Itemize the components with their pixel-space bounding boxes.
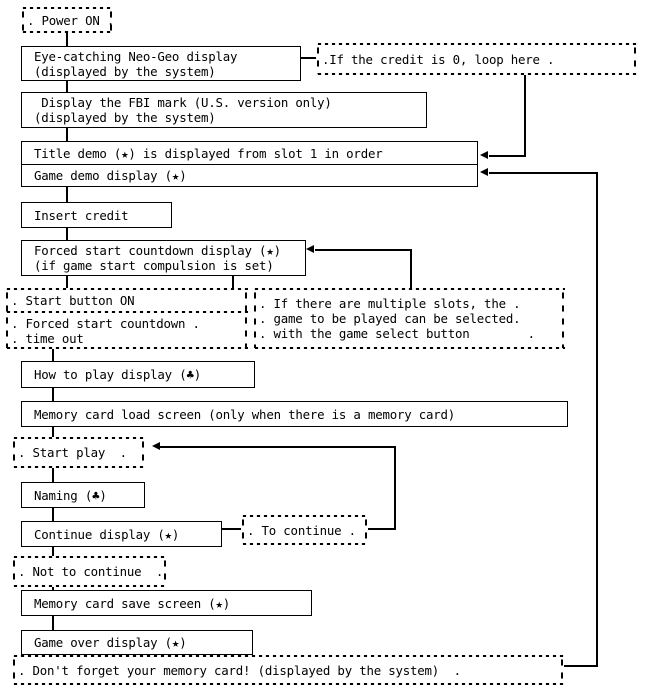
dotted-edge-right <box>110 8 112 32</box>
connector-continue-to-notcontinue <box>52 547 54 559</box>
connector-tocontinue-stub <box>222 528 241 530</box>
connector-startplay-to-naming <box>52 468 54 482</box>
node-countdown-timeout-line-1: . Forced start countdown . <box>11 316 200 331</box>
connector-memorysave-to-gameover <box>52 616 54 630</box>
node-multiple-slots-line-2: . game to be played can be selected. <box>259 311 521 326</box>
node-naming: Naming (♣) <box>21 482 145 508</box>
connector-eyecatching-to-fbi <box>66 80 68 93</box>
connector-howtoplay-to-memoryload <box>52 388 54 401</box>
dotted-edge-right <box>245 314 247 348</box>
node-insert-credit: Insert credit <box>21 202 172 228</box>
connector-tocontinue-top <box>160 446 396 448</box>
node-game-demo-line-1: Game demo display (★) <box>34 168 187 183</box>
dotted-edge-left <box>13 557 15 586</box>
dotted-edge-right <box>634 44 636 74</box>
dotted-edge-left <box>6 314 8 348</box>
node-how-to-play-display: How to play display (♣) <box>21 361 255 388</box>
dotted-edge-left <box>242 516 244 544</box>
connector-naming-to-continue <box>52 508 54 521</box>
connector-slots-vertical <box>410 250 412 289</box>
node-continue-display-line-1: Continue display (★) <box>34 526 180 542</box>
node-eye-catching-display: Eye-catching Neo-Geo display (displayed … <box>21 46 301 81</box>
node-multiple-slots: . If there are multiple slots, the . . g… <box>253 288 565 349</box>
node-fbi-mark-line-2: (displayed by the system) <box>34 110 216 125</box>
connector-creditloop-horizontal <box>489 155 526 157</box>
node-forced-start-line-1: Forced start countdown display (★) <box>34 243 281 258</box>
dotted-edge-right <box>561 656 563 684</box>
dotted-edge-left <box>254 289 256 348</box>
connector-forcedstart-to-startbutton <box>66 274 68 288</box>
dotted-edge-left <box>317 44 319 74</box>
node-countdown-timeout-line-2: . time out <box>11 331 84 346</box>
node-game-over-display: Game over display (★) <box>21 630 253 655</box>
node-naming-line-1: Naming (♣) <box>34 487 107 503</box>
node-memory-card-save-line-1: Memory card save screen (★) <box>34 595 231 611</box>
node-not-to-continue: . Not to continue . <box>12 556 167 587</box>
dotted-edge-left <box>13 656 15 684</box>
node-insert-credit-line-1: Insert credit <box>34 207 129 223</box>
dotted-edge-right <box>562 289 564 348</box>
dotted-edge-right <box>245 289 247 312</box>
node-game-demo-display: Game demo display (★) <box>21 164 478 187</box>
arrowhead-into-forced-start <box>306 245 314 253</box>
node-countdown-timeout: . Forced start countdown . . time out <box>5 313 248 349</box>
node-start-button-on-line-1: . Start button ON <box>11 293 135 308</box>
dotted-edge-left <box>13 438 15 467</box>
arrowhead-into-game-demo <box>480 168 488 176</box>
dotted-edge-right <box>142 438 144 467</box>
connector-creditloop-vertical <box>524 74 526 156</box>
connector-tocontinue-vertical <box>394 447 396 529</box>
connector-fbi-to-titledemo <box>66 127 68 141</box>
node-start-button-on: . Start button ON <box>5 288 248 313</box>
node-start-play: . Start play . <box>12 437 145 468</box>
node-power-on-line-1: . Power ON . <box>27 12 115 28</box>
connector-gamedemo-to-insertcredit <box>66 186 68 202</box>
node-credit-zero-loop: .If the credit is 0, loop here . <box>316 43 637 75</box>
node-fbi-mark-display: Display the FBI mark (U.S. version only)… <box>21 92 427 128</box>
node-game-over-line-1: Game over display (★) <box>34 635 187 650</box>
node-dont-forget-memory-card: . Don't forget your memory card! (displa… <box>12 655 564 685</box>
connector-rightloop-bottom <box>561 665 598 667</box>
node-start-play-line-1: . Start play . <box>18 445 127 460</box>
connector-rightloop-vertical <box>596 173 598 666</box>
connector-rightloop-top <box>489 172 598 174</box>
connector-forcedstart-to-timeout <box>232 274 234 288</box>
dotted-edge-left <box>22 8 24 32</box>
node-eye-catching-line-1: Eye-catching Neo-Geo display <box>34 48 238 64</box>
node-dont-forget-line-1: . Don't forget your memory card! (displa… <box>18 662 461 678</box>
dotted-edge-right <box>365 516 367 544</box>
arrowhead-into-start-play <box>152 442 160 450</box>
node-memory-card-save: Memory card save screen (★) <box>21 590 312 616</box>
node-continue-display: Continue display (★) <box>21 521 222 547</box>
node-eye-catching-line-2: (displayed by the system) <box>34 63 216 79</box>
connector-power-to-eyecatching <box>66 32 68 48</box>
node-not-to-continue-line-1: . Not to continue . <box>18 564 164 579</box>
node-memory-card-load: Memory card load screen (only when there… <box>21 401 568 427</box>
node-memory-card-load-line-1: Memory card load screen (only when there… <box>34 406 456 422</box>
node-title-demo: Title demo (★) is displayed from slot 1 … <box>21 141 478 165</box>
dotted-edge-right <box>164 557 166 586</box>
node-multiple-slots-line-3: . with the game select button . <box>259 326 535 341</box>
connector-insertcredit-to-forcedstart <box>66 227 68 241</box>
connector-credit-to-eyecatching <box>300 57 316 59</box>
node-power-on: . Power ON . <box>21 7 115 33</box>
node-forced-start-countdown: Forced start countdown display (★) (if g… <box>21 240 306 276</box>
connector-tocontinue-right <box>364 528 396 530</box>
node-fbi-mark-line-1: Display the FBI mark (U.S. version only) <box>34 95 332 110</box>
arrowhead-into-title-demo <box>480 151 488 159</box>
node-credit-zero-loop-line-1: .If the credit is 0, loop here . <box>322 51 555 67</box>
node-how-to-play-line-1: How to play display (♣) <box>34 367 201 382</box>
connector-timeout-to-howtoplay <box>52 348 54 361</box>
connector-memoryload-to-startplay <box>52 424 54 437</box>
node-multiple-slots-line-1: . If there are multiple slots, the . <box>259 296 521 311</box>
dotted-edge-left <box>6 289 8 312</box>
node-to-continue: . To continue . <box>241 515 368 545</box>
node-forced-start-line-2: (if game start compulsion is set) <box>34 258 274 273</box>
connector-slots-horizontal <box>315 249 412 251</box>
node-to-continue-line-1: . To continue . <box>247 522 356 538</box>
node-title-demo-line-1: Title demo (★) is displayed from slot 1 … <box>34 145 383 161</box>
